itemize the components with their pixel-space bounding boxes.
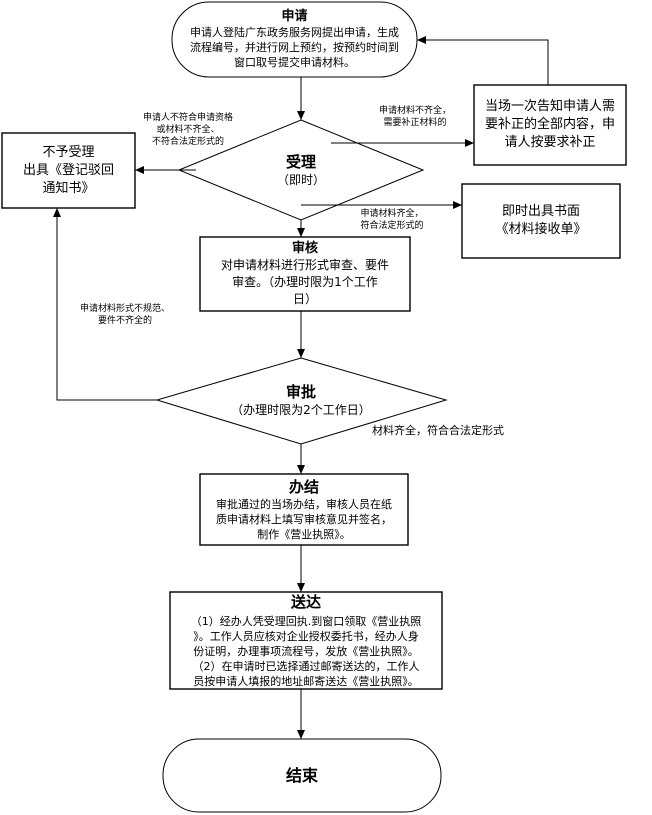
label-not-qualified: 申请人不符合申请资格 或材料不齐全、 不符合法定形式的 bbox=[118, 112, 258, 148]
arrow-approve-reject bbox=[53, 208, 157, 401]
apply-title: 申请 bbox=[281, 9, 308, 24]
review-line-1: 对申请材料进行形式审查、要件 bbox=[220, 257, 389, 272]
review-title: 审核 bbox=[291, 240, 318, 256]
reject-line-2: 出具《登记驳回 bbox=[22, 162, 114, 178]
end-title: 结束 bbox=[285, 765, 318, 785]
inform-line-1: 当场一次告知申请人需 bbox=[484, 99, 615, 114]
label-incomplete: 申请材料不齐全， 需要补正材料的 bbox=[360, 105, 470, 129]
approve-sub: （办理时限为2个工作日） bbox=[231, 402, 371, 417]
label-compliant: 材料齐全，符合合法定形式 bbox=[372, 424, 504, 437]
receipt-node: 即时出具书面 《材料接收单》 bbox=[462, 184, 620, 258]
apply-node: 申请 申请人登陆广东政务服务网提出申请，生成 流程编号，并进行网上预约，按预约时… bbox=[172, 2, 417, 77]
end-node: 结束 bbox=[163, 739, 441, 812]
label-not-qualified-3: 不符合法定形式的 bbox=[151, 137, 224, 147]
review-line-2: 审查。（办理时限为1个工作 bbox=[232, 274, 378, 289]
receipt-line-1: 即时出具书面 bbox=[501, 204, 580, 219]
apply-line-2: 流程编号，并进行网上预约，按预约时间到 bbox=[190, 41, 399, 54]
conclude-node: 办结 审批通过的当场办结，审核人员在纸 质申请材料上填写审核意见并签名， 制作《… bbox=[200, 474, 408, 545]
deliver-line-3: 份证明，办理事项流程号，发放《营业执照》。 bbox=[193, 645, 419, 658]
conclude-title: 办结 bbox=[288, 478, 319, 496]
inform-box bbox=[473, 84, 627, 166]
label-irregular: 申请材料形式不规范、 要件不齐全的 bbox=[60, 303, 190, 327]
label-complete-1: 申请材料齐全， bbox=[360, 209, 424, 219]
label-complete-2: 符合法定形式的 bbox=[360, 221, 424, 231]
conclude-line-2: 质申请材料上填写审核意见并签名， bbox=[216, 513, 392, 526]
deliver-node: 送达 （1）经办人凭受理回执.到窗口领取《营业执照 》。工作人员应核对企业授权委… bbox=[170, 592, 442, 689]
label-complete: 申请材料齐全， 符合法定形式的 bbox=[332, 208, 452, 232]
label-irregular-2: 要件不齐全的 bbox=[97, 316, 152, 326]
label-irregular-1: 申请材料形式不规范、 bbox=[79, 304, 170, 314]
apply-line-3: 窗口取号提交申请材料。 bbox=[234, 56, 355, 69]
reject-line-3: 通知书》 bbox=[42, 180, 95, 196]
accept-title: 受理 bbox=[285, 152, 316, 171]
deliver-title: 送达 bbox=[290, 593, 321, 611]
deliver-box bbox=[169, 591, 443, 690]
deliver-line-5: 员按申请人填报的地址邮寄送达《营业执照》。 bbox=[193, 675, 419, 688]
arrow-inform-apply bbox=[417, 36, 549, 85]
inform-line-2: 要补正的全部内容，申 bbox=[484, 117, 615, 132]
review-box bbox=[199, 236, 411, 312]
inform-node: 当场一次告知申请人需 要补正的全部内容，申 请人按要求补正 bbox=[474, 85, 626, 165]
conclude-box bbox=[199, 473, 409, 546]
conclude-line-3: 制作《营业执照》。 bbox=[257, 528, 351, 541]
accept-sub: （即时） bbox=[276, 172, 325, 187]
approve-title: 审批 bbox=[285, 382, 316, 401]
label-incomplete-1: 申请材料不齐全， bbox=[378, 106, 451, 116]
label-not-qualified-1: 申请人不符合申请资格 bbox=[142, 113, 233, 123]
reject-node: 不予受理 出具《登记驳回 通知书》 bbox=[2, 133, 135, 208]
review-line-3: 日） bbox=[292, 291, 317, 306]
review-node: 审核 对申请材料进行形式审查、要件 审查。（办理时限为1个工作 日） bbox=[200, 237, 410, 311]
conclude-line-1: 审批通过的当场办结，审核人员在纸 bbox=[216, 498, 392, 511]
approve-node: 审批 （办理时限为2个工作日） bbox=[201, 375, 401, 425]
label-incomplete-2: 需要补正材料的 bbox=[383, 118, 447, 128]
deliver-line-1: （1）经办人凭受理回执.到窗口领取《营业执照 bbox=[190, 615, 422, 628]
end-terminator bbox=[162, 738, 442, 813]
accept-node: 受理 （即时） bbox=[241, 145, 361, 195]
deliver-line-2: 》。工作人员应核对企业授权委托书，经办人身 bbox=[193, 630, 419, 643]
inform-line-3: 请人按要求补正 bbox=[504, 135, 596, 150]
deliver-line-4: （2）在申请时已选择通过邮寄送达的，工作人 bbox=[192, 660, 420, 673]
reject-line-1: 不予受理 bbox=[42, 144, 95, 160]
apply-line-1: 申请人登陆广东政务服务网提出申请，生成 bbox=[190, 26, 399, 39]
receipt-line-2: 《材料接收单》 bbox=[495, 222, 587, 237]
receipt-box bbox=[461, 183, 621, 259]
label-not-qualified-2: 或材料不齐全、 bbox=[156, 125, 220, 135]
